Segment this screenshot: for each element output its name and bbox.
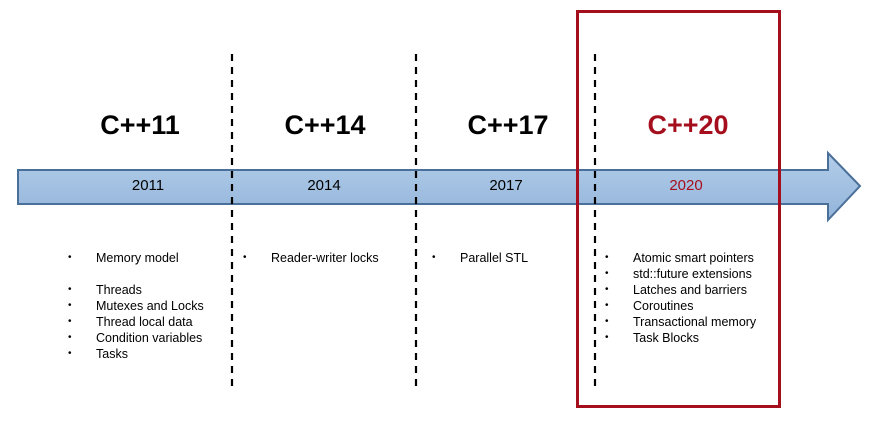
list-item: Threads	[68, 282, 204, 298]
feature-list-cpp14: Reader-writer locks	[243, 250, 379, 266]
list-item: Latches and barriers	[605, 282, 756, 298]
list-item: Atomic smart pointers	[605, 250, 756, 266]
list-item: Tasks	[68, 346, 204, 362]
year-label-2017: 2017	[489, 177, 523, 194]
list-item: Parallel STL	[432, 250, 528, 266]
list-item: Condition variables	[68, 330, 204, 346]
year-label-2014: 2014	[307, 177, 341, 194]
list-item: Mutexes and Locks	[68, 298, 204, 314]
list-item: Reader-writer locks	[243, 250, 379, 266]
cpp20-highlight-box	[576, 10, 781, 408]
version-label-cpp11: C++11	[100, 110, 180, 140]
year-label-2011: 2011	[131, 177, 165, 194]
feature-list-cpp20: Atomic smart pointers std::future extens…	[605, 250, 756, 346]
list-item: Coroutines	[605, 298, 756, 314]
list-item: Task Blocks	[605, 330, 756, 346]
list-item: std::future extensions	[605, 266, 756, 282]
feature-list-cpp17: Parallel STL	[432, 250, 528, 266]
list-item: Memory model	[68, 250, 204, 266]
timeline-arrow	[17, 150, 862, 223]
list-item: Transactional memory	[605, 314, 756, 330]
version-label-cpp20: C++20	[647, 110, 729, 140]
list-item: Thread local data	[68, 314, 204, 330]
feature-list-cpp11: Memory model Threads Mutexes and Locks T…	[68, 250, 204, 362]
version-label-cpp17: C++17	[467, 110, 549, 140]
year-label-2020: 2020	[669, 177, 703, 194]
version-label-cpp14: C++14	[284, 110, 366, 140]
